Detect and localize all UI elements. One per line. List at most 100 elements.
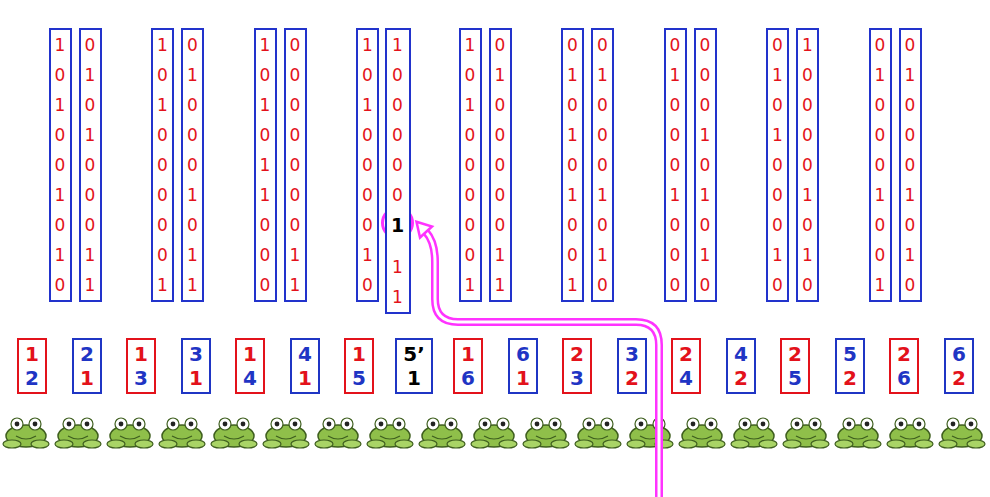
bit-digit: 0 (187, 90, 198, 120)
bit-digit: 0 (362, 150, 373, 180)
bit-digit: 1 (391, 252, 405, 282)
bit-column: 010101001 (561, 28, 584, 302)
bit-digit: 1 (597, 240, 608, 270)
pair-number: 6 (515, 342, 531, 366)
bit-digit: 0 (391, 120, 405, 150)
bit-column: 101011000 (254, 28, 277, 302)
bit-digit: 0 (362, 180, 373, 210)
bit-digit: 0 (362, 120, 373, 150)
pair-number: 3 (624, 342, 640, 366)
bit-column: 101000001 (459, 28, 482, 302)
bit-digit: 1 (362, 30, 373, 60)
bit-digit: 1 (495, 240, 506, 270)
bit-digit: 0 (391, 180, 405, 210)
bit-digit: 1 (157, 270, 168, 300)
bit-digit: 1 (187, 180, 198, 210)
bit-digit: 0 (55, 210, 66, 240)
pair-label-box: 16 (453, 338, 483, 394)
bit-digit: 0 (55, 120, 66, 150)
bit-digit: 1 (362, 90, 373, 120)
bit-column: 010001010 (899, 28, 922, 302)
bit-digit: 0 (802, 60, 813, 90)
bit-column: 010001011 (181, 28, 204, 302)
bit-digit: 0 (905, 270, 916, 300)
bit-column: 010000011 (489, 28, 512, 302)
bit-digit: 0 (85, 30, 96, 60)
bit-digit: 0 (700, 90, 711, 120)
bit-column: 010100010 (766, 28, 789, 302)
pair-number: 3 (188, 342, 204, 366)
pair-number: 2 (896, 342, 912, 366)
bit-digit: 0 (85, 180, 96, 210)
bit-digit: 0 (495, 120, 506, 150)
bit-digit: 0 (670, 150, 681, 180)
bit-digit: 0 (597, 90, 608, 120)
pair-label-box: 26 (889, 338, 919, 394)
bit-digit: 0 (802, 90, 813, 120)
bit-digit: 1 (495, 60, 506, 90)
pair-label-box: 42 (726, 338, 756, 394)
bit-digit: 0 (391, 60, 405, 90)
bit-digit: 0 (260, 270, 271, 300)
bit-digit: 1 (157, 90, 168, 120)
bit-digit: 0 (905, 30, 916, 60)
bit-digit: 0 (700, 210, 711, 240)
pair-label-box: 62 (944, 338, 974, 394)
bit-digit: 1 (905, 180, 916, 210)
bit-column: 010001000 (664, 28, 687, 302)
bit-digit: 0 (700, 270, 711, 300)
bit-digit: 1 (772, 60, 783, 90)
pair-label-box: 5’1 (395, 338, 433, 394)
bit-digit: 0 (465, 120, 476, 150)
pair-number: 1 (242, 342, 258, 366)
bit-digit: 0 (391, 90, 405, 120)
pair-label-box: 32 (617, 338, 647, 394)
bit-digit: 1 (465, 270, 476, 300)
bit-digit: 0 (802, 150, 813, 180)
bit-digit: 0 (905, 120, 916, 150)
bit-digit: 0 (290, 30, 301, 60)
bit-digit: 1 (157, 30, 168, 60)
bit-column: 010001001 (869, 28, 892, 302)
bit-digit: 1 (670, 180, 681, 210)
pair-number: 6 (460, 366, 476, 390)
bit-digit: 0 (260, 210, 271, 240)
bit-digit: 0 (772, 150, 783, 180)
pair-label-box: 31 (181, 338, 211, 394)
bit-digit: 0 (187, 210, 198, 240)
bit-digit: 1 (802, 30, 813, 60)
bit-digit: 0 (465, 180, 476, 210)
bit-digit: 0 (362, 60, 373, 90)
bit-digit: 1 (260, 150, 271, 180)
bit-digit: 1 (85, 240, 96, 270)
pair-label-box: 14 (235, 338, 265, 394)
pair-number: 2 (951, 366, 967, 390)
bit-digit: 0 (495, 90, 506, 120)
bit-digit: 0 (567, 30, 578, 60)
pair-number: 1 (133, 342, 149, 366)
bit-digit: 0 (700, 30, 711, 60)
pair-number: 4 (242, 366, 258, 390)
bit-digit: 0 (905, 210, 916, 240)
bit-digit: 0 (290, 90, 301, 120)
pair-number: 6 (951, 342, 967, 366)
bit-digit: 0 (772, 90, 783, 120)
bit-digit: 0 (362, 270, 373, 300)
bit-digit: 0 (290, 210, 301, 240)
bit-digit: 0 (465, 240, 476, 270)
bit-digit: 0 (670, 270, 681, 300)
pair-number: 5 (351, 366, 367, 390)
pair-number: 2 (24, 366, 40, 390)
bit-digit: 1 (772, 120, 783, 150)
bit-digit: 0 (802, 120, 813, 150)
bit-digit: 0 (55, 60, 66, 90)
pair-number: 5 (787, 366, 803, 390)
pair-number: 3 (133, 366, 149, 390)
pair-label-box: 15 (344, 338, 374, 394)
bit-column: 000000011 (284, 28, 307, 302)
bit-digit: 1 (700, 180, 711, 210)
pair-number: 1 (351, 342, 367, 366)
pair-number: 4 (678, 366, 694, 390)
pair-number: 1 (297, 366, 313, 390)
